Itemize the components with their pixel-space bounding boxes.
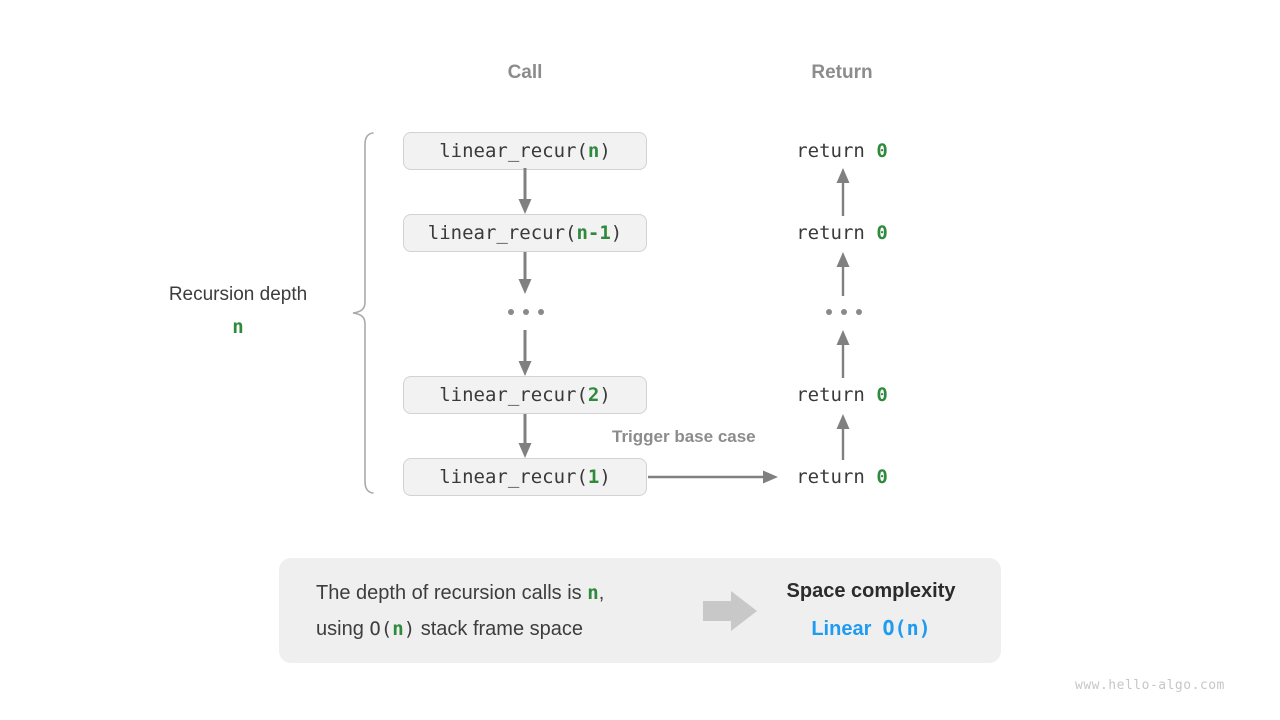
summary-line-2-tail: stack frame space <box>415 618 584 640</box>
call-frame-box-3[interactable]: linear_recur(2) <box>403 376 647 414</box>
summary-description: The depth of recursion calls is n, using… <box>316 575 604 647</box>
call-frame-suffix: ) <box>599 466 611 488</box>
call-frame-box-2[interactable]: linear_recur(n-1) <box>403 214 647 252</box>
ellipsis-dot <box>856 309 862 315</box>
call-frame-prefix: linear_recur( <box>439 140 588 162</box>
return-arrow-up-2 <box>836 252 850 296</box>
return-value: 0 <box>876 222 888 244</box>
summary-title: Space complexity <box>786 580 956 602</box>
summary-line-2-text: using <box>316 618 370 640</box>
summary-line-1-comma: , <box>598 582 605 604</box>
summary-line-2: using O(n) stack frame space <box>316 611 604 647</box>
watermark: www.hello-algo.com <box>1075 678 1225 693</box>
ellipsis-dot <box>523 309 529 315</box>
return-arrow-up-1 <box>836 168 850 216</box>
ellipsis-dot <box>841 309 847 315</box>
return-keyword: return <box>796 140 877 162</box>
call-frame-box-4[interactable]: linear_recur(1) <box>403 458 647 496</box>
return-label-1: return 0 <box>742 140 942 162</box>
call-arrow-down-3 <box>518 330 532 376</box>
return-value: 0 <box>876 140 888 162</box>
call-frame-arg: n-1 <box>576 222 611 244</box>
call-frame-arg: 2 <box>587 384 600 406</box>
summary-line-2-n: n <box>392 618 404 640</box>
summary-result-word: Linear <box>811 618 872 640</box>
call-frame-prefix: linear_recur( <box>439 384 588 406</box>
return-arrow-up-3 <box>836 330 850 378</box>
summary-panel: The depth of recursion calls is n, using… <box>279 558 1001 663</box>
call-frame-arg: n <box>587 140 600 162</box>
return-keyword: return <box>796 384 877 406</box>
summary-line-2-close: ) <box>403 618 416 640</box>
return-ellipsis <box>826 309 862 315</box>
summary-line-1: The depth of recursion calls is n, <box>316 575 604 611</box>
call-frame-prefix: linear_recur( <box>427 222 577 244</box>
return-value: 0 <box>876 384 888 406</box>
ellipsis-dot <box>826 309 832 315</box>
call-frame-arg: 1 <box>587 466 600 488</box>
recursion-depth-value: n <box>232 316 244 338</box>
column-header-return: Return <box>811 62 873 83</box>
summary-result: Linear O(n) <box>771 616 971 641</box>
return-label-4: return 0 <box>742 466 942 488</box>
call-frame-box-1[interactable]: linear_recur(n) <box>403 132 647 170</box>
call-ellipsis <box>508 309 544 315</box>
summary-line-1-n: n <box>587 582 599 604</box>
summary-line-2-open: O( <box>369 618 393 640</box>
call-frame-prefix: linear_recur( <box>439 466 588 488</box>
return-label-3: return 0 <box>742 384 942 406</box>
return-keyword: return <box>796 222 877 244</box>
call-arrow-down-2 <box>518 252 532 294</box>
call-arrow-down-1 <box>518 168 532 214</box>
trigger-base-case-arrow <box>648 470 778 484</box>
call-frame-suffix: ) <box>599 140 611 162</box>
return-value: 0 <box>876 466 888 488</box>
summary-arrow-icon <box>703 591 757 631</box>
ellipsis-dot <box>508 309 514 315</box>
recursion-depth-label: Recursion depth n <box>128 285 348 337</box>
return-keyword: return <box>796 466 877 488</box>
recursion-depth-brace <box>352 132 374 494</box>
trigger-base-case-label: Trigger base case <box>612 427 756 446</box>
ellipsis-dot <box>538 309 544 315</box>
call-frame-suffix: ) <box>599 384 611 406</box>
summary-result-notation: O(n) <box>882 616 931 640</box>
return-arrow-up-4 <box>836 414 850 460</box>
return-label-2: return 0 <box>742 222 942 244</box>
recursion-depth-title: Recursion depth <box>168 284 308 305</box>
summary-line-1-text: The depth of recursion calls is <box>316 582 588 604</box>
column-header-call: Call <box>507 62 543 83</box>
call-frame-suffix: ) <box>610 222 623 244</box>
call-arrow-down-4 <box>518 414 532 458</box>
